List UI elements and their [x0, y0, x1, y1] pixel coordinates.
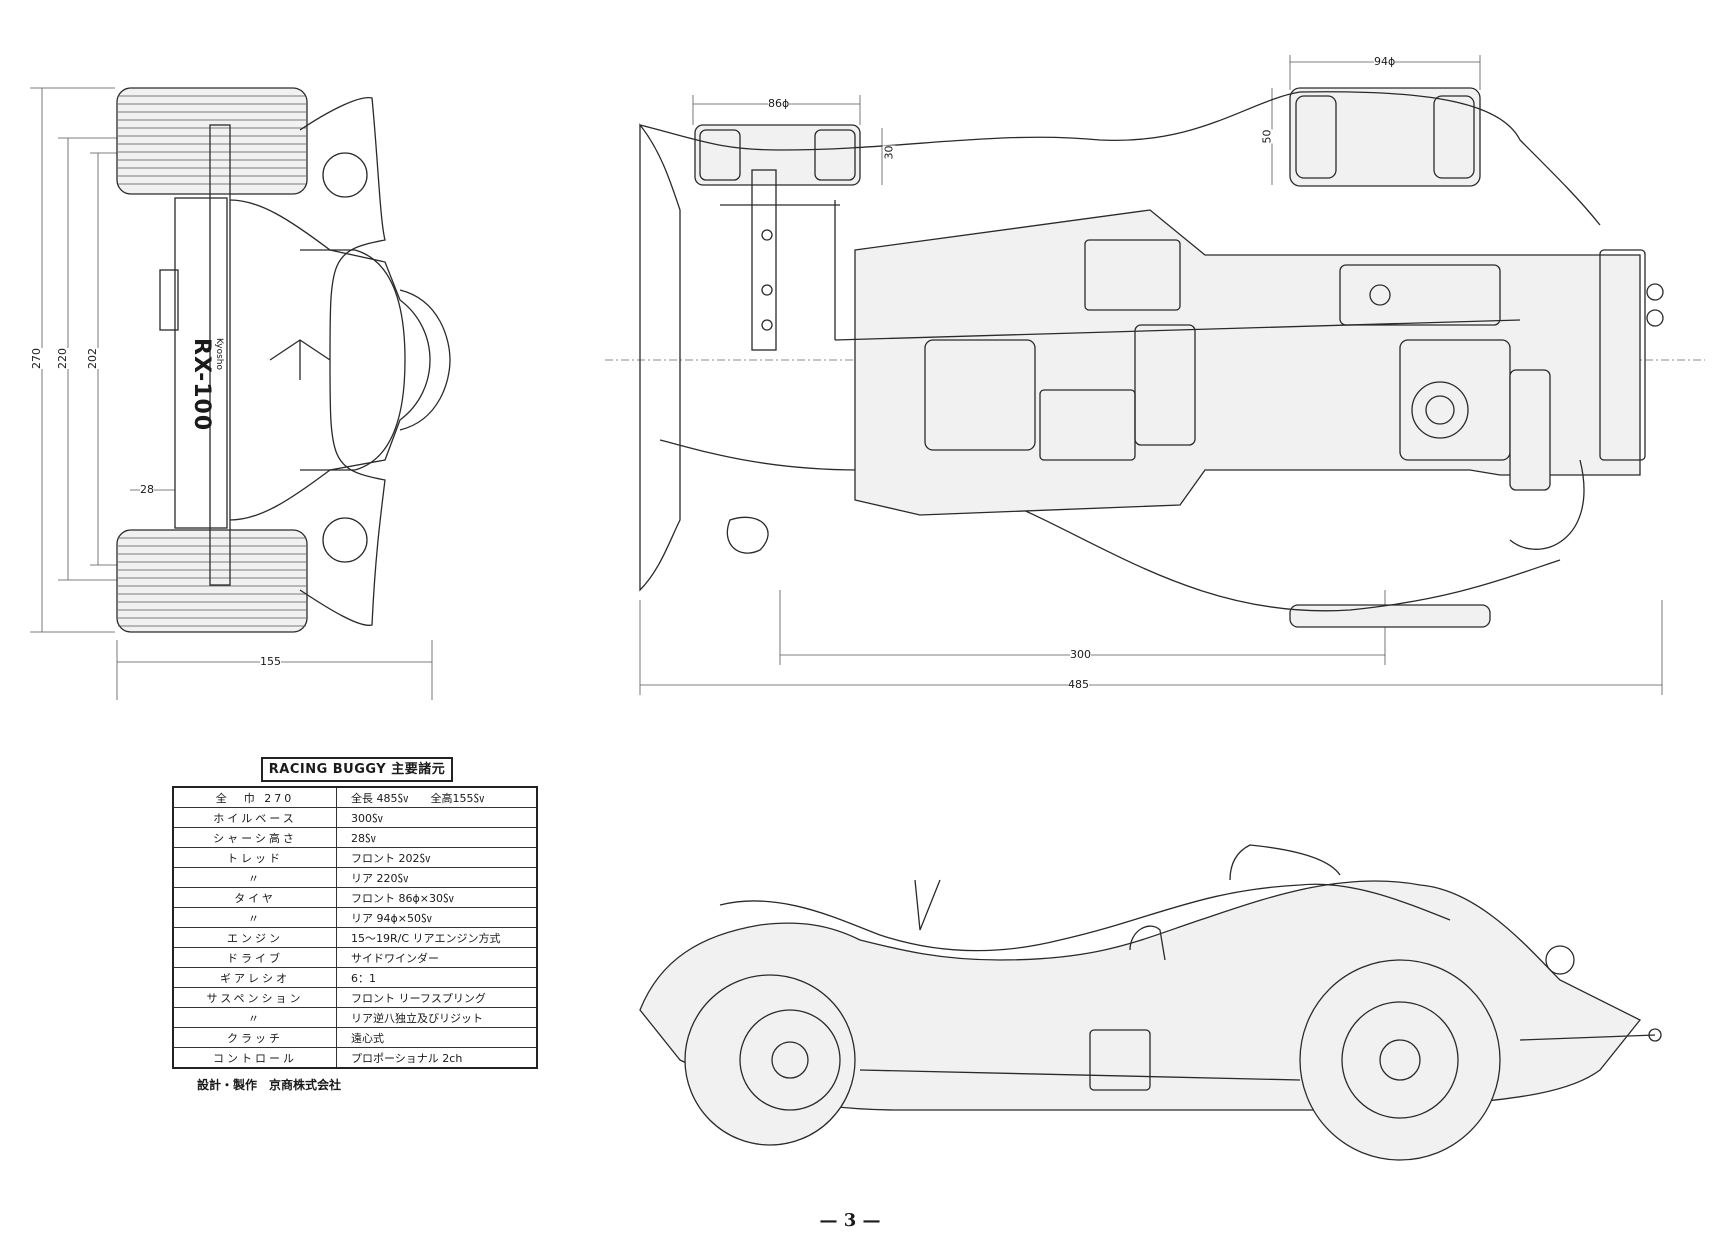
perspective-view-drawing	[639, 844, 1662, 1161]
spec-label: トレッド	[172, 847, 337, 868]
top-front-tire	[116, 529, 308, 633]
spec-value: サイドワインダー	[336, 947, 538, 968]
dim-height: 155	[260, 655, 281, 668]
spec-value: 28㏜	[336, 827, 538, 848]
dim-front-tire-width: 30	[882, 145, 896, 160]
spec-label: 〃	[172, 907, 337, 928]
spec-label: ドライブ	[172, 947, 337, 968]
dim-overall-width: 270	[30, 348, 43, 369]
spec-value: フロント 86ϕ×30㏜	[336, 887, 538, 908]
spec-label: 〃	[172, 867, 337, 888]
spec-value: 全長 485㏜ 全高155㏜	[336, 786, 538, 808]
spec-row: コントロールプロポーショナル 2ch	[172, 1047, 538, 1069]
dim-rear-tire-width: 50	[1260, 129, 1274, 144]
dim-wheelbase: 300	[1070, 648, 1091, 661]
spec-table-footer: 設計・製作 京商株式会社	[196, 1078, 341, 1092]
spec-row: サスペンションフロント リーフスプリング	[172, 987, 538, 1008]
spec-label: エンジン	[172, 927, 337, 948]
spec-value: リア 94ϕ×50㏜	[336, 907, 538, 928]
spec-row: 〃リア逆八独立及びリジット	[172, 1007, 538, 1028]
dim-front-tire-diameter: 86ϕ	[768, 97, 790, 110]
spec-table-title: RACING BUGGY 主要諸元	[261, 757, 453, 782]
spec-label: シャーシ高さ	[172, 827, 337, 848]
spec-label: ギアレシオ	[172, 967, 337, 988]
spec-value: 300㏜	[336, 807, 538, 828]
page-number: — 3 —	[819, 1210, 881, 1231]
dim-ground-clearance: 28	[140, 483, 154, 496]
spec-value: フロント リーフスプリング	[336, 987, 538, 1008]
spec-row: クラッチ遠心式	[172, 1027, 538, 1048]
body-label-brand: Kyosho	[214, 338, 224, 370]
spec-label: コントロール	[172, 1047, 337, 1069]
body-label-model: RX-100	[189, 338, 214, 432]
spec-label: ホイルベース	[172, 807, 337, 828]
spec-label: クラッチ	[172, 1027, 337, 1048]
spec-label: 全 巾 270	[172, 786, 337, 808]
spec-value: 遠心式	[336, 1027, 538, 1048]
spec-value: 6：1	[336, 967, 538, 988]
dim-rear-tread: 220	[56, 348, 69, 369]
top-view-body-label: Kyosho RX-100	[189, 338, 224, 448]
spec-value: プロポーショナル 2ch	[336, 1047, 538, 1069]
spec-label: サスペンション	[172, 987, 337, 1008]
spec-value: フロント 202㏜	[336, 847, 538, 868]
spec-row: 〃リア 94ϕ×50㏜	[172, 907, 538, 928]
spec-row: 〃リア 220㏜	[172, 867, 538, 888]
top-rear-tire	[116, 87, 308, 195]
dim-front-tread: 202	[86, 348, 99, 369]
spec-row: トレッドフロント 202㏜	[172, 847, 538, 868]
spec-value: リア 220㏜	[336, 867, 538, 888]
spec-label: タイヤ	[172, 887, 337, 908]
spec-value: 15〜19R/C リアエンジン方式	[336, 927, 538, 948]
spec-row: ドライブサイドワインダー	[172, 947, 538, 968]
dim-length: 485	[1068, 678, 1089, 691]
top-view-drawing	[30, 87, 451, 700]
spec-value: リア逆八独立及びリジット	[336, 1007, 538, 1028]
side-view-drawing	[605, 55, 1705, 695]
spec-label: 〃	[172, 1007, 337, 1028]
spec-row: タイヤフロント 86ϕ×30㏜	[172, 887, 538, 908]
dim-rear-tire-diameter: 94ϕ	[1374, 55, 1396, 68]
